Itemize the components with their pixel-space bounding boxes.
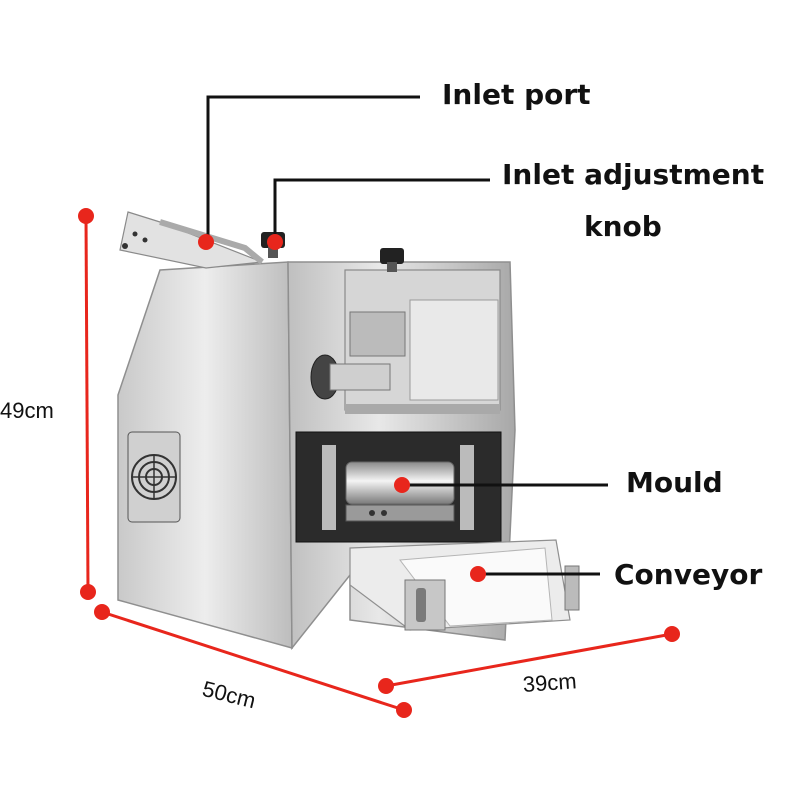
- inlet-port-label: Inlet port: [442, 78, 591, 111]
- inlet-knob-label-line1: Inlet adjustment: [502, 158, 765, 191]
- mould-label: Mould: [626, 466, 723, 499]
- machine-side-panel: [117, 261, 293, 649]
- width-dimension-line: [385, 632, 673, 688]
- inlet-knob-label-line2: knob: [584, 210, 662, 243]
- inlet-port-leader: [206, 95, 420, 242]
- width-dimension-label: 39cm: [522, 668, 578, 697]
- conveyor-label: Conveyor: [614, 558, 763, 591]
- height-dimension-label: 49cm: [0, 398, 54, 423]
- height-dimension-line: [84, 215, 90, 593]
- mould-dot: [394, 477, 410, 493]
- length-dimension-line: [101, 610, 405, 712]
- inlet-knob-leader: [273, 178, 490, 242]
- conveyor-dot: [470, 566, 486, 582]
- inlet-chute: [119, 211, 263, 269]
- inlet-knob-dot: [267, 234, 283, 250]
- inlet-port-dot: [198, 234, 214, 250]
- fan-vent-icon: [127, 431, 181, 523]
